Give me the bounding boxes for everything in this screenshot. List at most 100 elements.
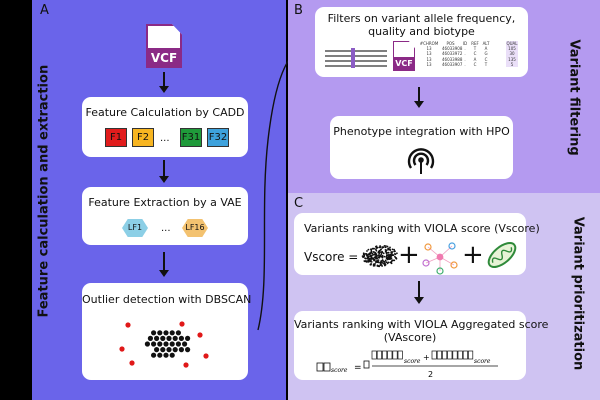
cluster-point bbox=[169, 330, 175, 336]
panel-c-letter: C bbox=[294, 196, 304, 211]
outlier-point bbox=[119, 346, 125, 352]
feature-chip-f31: F31 bbox=[180, 128, 202, 147]
arrow-a2 bbox=[159, 160, 169, 183]
filter-box-title-line1: Filters on variant allele frequency, bbox=[327, 12, 516, 25]
cluster-point bbox=[175, 330, 181, 336]
latent-feature-lf1: LF1 bbox=[122, 219, 148, 237]
cluster-point bbox=[160, 347, 166, 353]
vascore-box: Variants ranking with VIOLA Aggregated s… bbox=[294, 311, 549, 380]
cadd-box: Feature Calculation by CADD F1 F2 ... F3… bbox=[82, 97, 248, 157]
cluster-point bbox=[157, 330, 163, 336]
cluster-point bbox=[178, 335, 184, 341]
cluster-point bbox=[151, 352, 157, 358]
outlier-point bbox=[203, 353, 209, 359]
cluster-point bbox=[172, 335, 178, 341]
cluster-point bbox=[147, 335, 153, 341]
cluster-point bbox=[151, 341, 157, 347]
cadd-box-title: Feature Calculation by CADD bbox=[85, 106, 245, 119]
hpo-logo-icon bbox=[407, 148, 435, 174]
vae-box: Feature Extraction by a VAE LF1 ... LF16 bbox=[82, 187, 248, 245]
cluster-point bbox=[160, 335, 166, 341]
cluster-point bbox=[144, 341, 150, 347]
panel-b-letter: B bbox=[294, 3, 303, 18]
dbscan-box: Outlier detection with DBSCAN bbox=[82, 283, 252, 380]
panel-b-title: Variant filtering bbox=[566, 39, 582, 156]
vscore-box-title: Variants ranking with VIOLA score (Vscor… bbox=[304, 222, 540, 235]
vascore-box-title-line1: Variants ranking with VIOLA Aggregated s… bbox=[294, 318, 549, 331]
arrow-b1 bbox=[414, 87, 424, 108]
arrow-a1 bbox=[159, 72, 169, 93]
outlier-point bbox=[125, 322, 131, 328]
filter-box-title-line2: quality and biotype bbox=[368, 25, 475, 38]
cluster-point bbox=[172, 347, 178, 353]
cluster-point bbox=[185, 335, 191, 341]
feature-chip-f2: F2 bbox=[132, 128, 154, 147]
vascore-formula: score = score + score 2 bbox=[316, 350, 498, 379]
filter-box: Filters on variant allele frequency, qua… bbox=[315, 7, 528, 77]
outlier-point bbox=[129, 360, 135, 366]
vcf-file-icon-small: VCF bbox=[393, 41, 415, 71]
cluster-point bbox=[175, 341, 181, 347]
dbscan-box-title: Outlier detection with DBSCAN bbox=[82, 293, 252, 306]
cluster-point bbox=[154, 335, 160, 341]
panel-a: A Feature calculation and extraction VCF… bbox=[32, 0, 286, 400]
plus-sign-1: + bbox=[398, 240, 420, 270]
formula-num-sub-2: score bbox=[474, 358, 491, 365]
formula-plus: + bbox=[423, 353, 430, 362]
vae-box-title: Feature Extraction by a VAE bbox=[88, 196, 242, 209]
mitochondrion-icon bbox=[487, 242, 517, 268]
feature-chip-f1: F1 bbox=[105, 128, 127, 147]
vscore-lhs: Vscore = bbox=[304, 250, 359, 264]
arrow-a3 bbox=[159, 252, 169, 277]
scatter-density-icon bbox=[361, 245, 398, 268]
hpo-box-title: Phenotype integration with HPO bbox=[333, 125, 510, 138]
dbscan-cluster-plot bbox=[119, 321, 209, 368]
vascore-box-title-line2: (VAscore) bbox=[383, 331, 437, 344]
cluster-point bbox=[185, 347, 191, 353]
feature-ellipsis: ... bbox=[160, 133, 170, 144]
plus-sign-2: + bbox=[462, 240, 484, 270]
cluster-point bbox=[163, 341, 169, 347]
formula-num-sub-1: score bbox=[404, 358, 421, 365]
cluster-point bbox=[166, 347, 172, 353]
variant-table-header: #CHROM POS ID REF ALT QUAL bbox=[419, 41, 518, 47]
panel-c-title: Variant prioritization bbox=[570, 216, 586, 371]
vcf-file-icon: VCF bbox=[146, 24, 182, 68]
cluster-point bbox=[154, 347, 160, 353]
dna-sequence-icon bbox=[325, 48, 387, 68]
outlier-point bbox=[197, 332, 203, 338]
formula-denominator: 2 bbox=[428, 370, 433, 379]
network-icon bbox=[422, 242, 458, 275]
cluster-point bbox=[163, 352, 169, 358]
latent-feature-lf16: LF16 bbox=[182, 219, 208, 237]
vcf-label: VCF bbox=[146, 47, 182, 68]
cluster-point bbox=[166, 335, 172, 341]
cluster-point bbox=[157, 341, 163, 347]
outlier-point bbox=[179, 321, 185, 327]
svg-text:=: = bbox=[354, 363, 362, 373]
cluster-point bbox=[169, 352, 175, 358]
vscore-box: Variants ranking with VIOLA score (Vscor… bbox=[294, 213, 540, 275]
feature-chip-f32: F32 bbox=[207, 128, 229, 147]
cluster-point bbox=[163, 330, 169, 336]
cluster-point bbox=[178, 347, 184, 353]
cluster-point bbox=[182, 341, 188, 347]
arrow-c1 bbox=[414, 281, 424, 304]
panel-b: B Variant filtering Filters on variant a… bbox=[288, 0, 600, 193]
panel-c: C Variant prioritization Variants rankin… bbox=[288, 193, 600, 400]
outlier-point bbox=[183, 362, 189, 368]
hpo-box: Phenotype integration with HPO bbox=[330, 116, 513, 179]
panel-a-letter: A bbox=[40, 3, 49, 18]
panel-a-title: Feature calculation and extraction bbox=[36, 64, 52, 318]
latent-ellipsis: ... bbox=[161, 223, 171, 234]
formula-lhs-subscript: score bbox=[331, 367, 348, 374]
cluster-point bbox=[169, 341, 175, 347]
cluster-point bbox=[151, 330, 157, 336]
